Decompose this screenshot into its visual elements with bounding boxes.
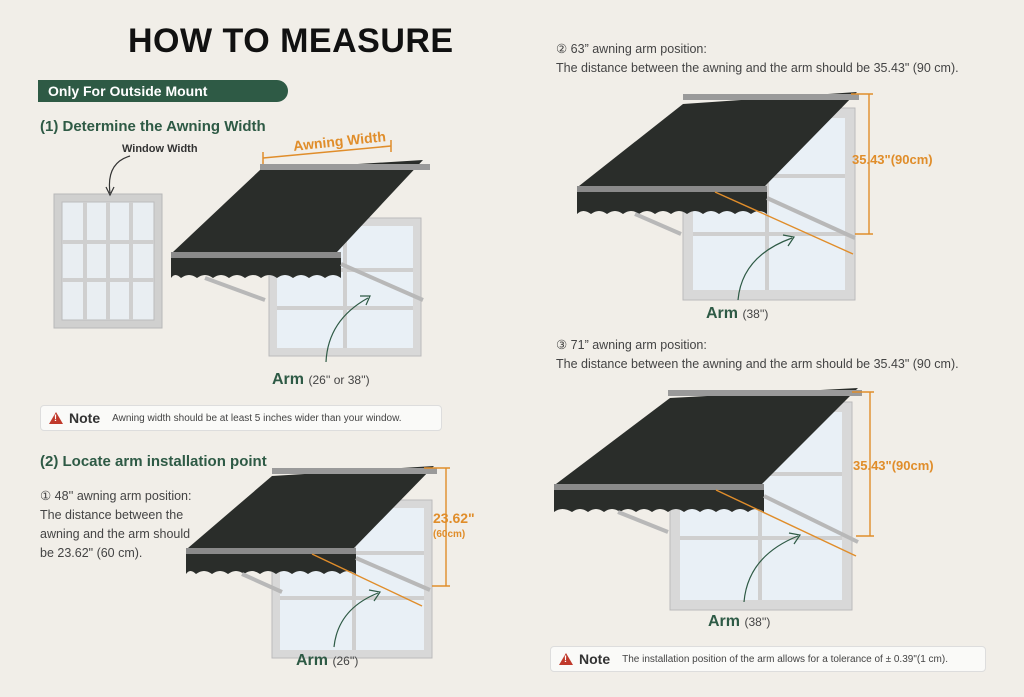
pos48-line-2: The distance between the (40, 508, 184, 522)
note-box-1: Note Awning width should be at least 5 i… (40, 405, 442, 431)
arm-arrow-3 (737, 234, 796, 301)
arm-size-1: (26'' or 38'') (308, 373, 370, 387)
pos48-line-1: ① 48'' awning arm position: (40, 489, 192, 503)
awning-illustration-1 (171, 140, 430, 357)
arm-size-3: (38'') (742, 307, 769, 321)
pos48-text: ① 48'' awning arm position: The distance… (40, 487, 191, 563)
arm-label-text-3: Arm (706, 305, 739, 322)
pos48-line-3: awning and the arm should (40, 527, 191, 541)
dist71: 35.43"(90cm) (853, 458, 934, 473)
note-label-2: Note (579, 651, 611, 667)
pos71-text: ③ 71” awning arm position: The distance … (556, 336, 959, 374)
pos63-line-2: The distance between the awning and the … (556, 61, 959, 75)
warning-icon (49, 412, 63, 424)
arm-label-text-4: Arm (708, 613, 741, 630)
note-text-2: The installation position of the arm all… (622, 653, 948, 665)
note-label-1: Note (69, 410, 101, 426)
arm-label-text-2: Arm (296, 652, 329, 669)
window-width-label: Window Width (122, 143, 198, 155)
arm-label-2: Arm (26'') (296, 652, 358, 670)
step1-heading: (1) Determine the Awning Width (40, 118, 266, 135)
awning-illustration-4 (554, 388, 874, 611)
mount-badge: Only For Outside Mount (38, 80, 288, 102)
arm-label-3: Arm (38'') (706, 305, 768, 323)
warning-icon (559, 653, 573, 665)
dist63: 35.43"(90cm) (852, 152, 933, 167)
arm-label-text-1: Arm (272, 371, 305, 388)
arm-size-2: (26'') (332, 654, 359, 668)
window-illustration (53, 193, 163, 329)
arm-arrow-2 (333, 589, 382, 648)
step2-heading: (2) Locate arm installation point (40, 453, 267, 470)
page-title: HOW TO MEASURE (128, 22, 454, 60)
awning-illustration-3 (577, 92, 873, 301)
arm-label-4: Arm (38'') (708, 613, 770, 631)
awning-illustration-2 (186, 466, 450, 659)
pos63-line-1: ② 63” awning arm position: (556, 42, 707, 56)
dist48-in: 23.62" (433, 510, 475, 526)
arm-label-1: Arm (26'' or 38'') (272, 371, 370, 389)
arm-arrow-4 (743, 532, 802, 603)
pos48-line-4: be 23.62" (60 cm). (40, 546, 143, 560)
window-width-arrow (105, 155, 131, 197)
pos71-line-2: The distance between the awning and the … (556, 357, 959, 371)
arm-arrow-1 (325, 295, 371, 363)
note-text-1: Awning width should be at least 5 inches… (112, 412, 402, 424)
pos71-line-1: ③ 71” awning arm position: (556, 338, 707, 352)
arm-size-4: (38'') (744, 615, 771, 629)
pos63-text: ② 63” awning arm position: The distance … (556, 40, 959, 78)
dist48-cm: (60cm) (433, 529, 466, 540)
note-box-2: Note The installation position of the ar… (550, 646, 986, 672)
